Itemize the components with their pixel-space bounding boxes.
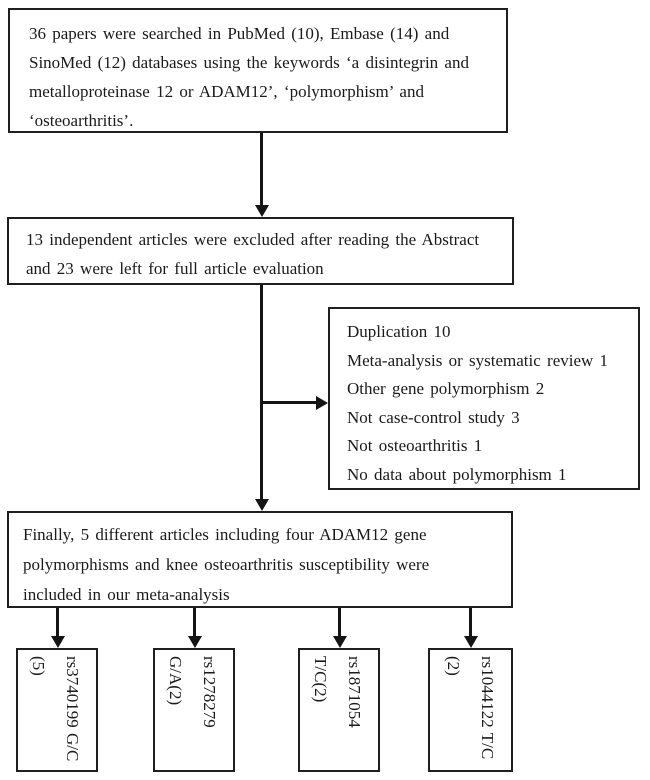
abstract-screening-line: 13 independent articles were excluded af… bbox=[26, 230, 480, 249]
snp-box-rs1044122: rs1044122 T/C (2) bbox=[428, 648, 513, 772]
snp-label-line: (5) bbox=[29, 656, 48, 676]
snp-label-line: rs1044122 T/C bbox=[478, 656, 497, 760]
snp-box-rs3740199: rs3740199 G/C (5) bbox=[16, 648, 98, 772]
search-box-line: ‘osteoarthritis’. bbox=[29, 111, 134, 130]
abstract-screening-line: and 23 were left for full article evalua… bbox=[26, 259, 324, 278]
snp-label-line: G/A(2) bbox=[166, 656, 185, 706]
arrow-search-to-screening-shaft bbox=[260, 133, 263, 207]
search-box-line: metalloproteinase 12 or ADAM12’, ‘polymo… bbox=[29, 82, 424, 101]
arrow-screening-to-final-head bbox=[255, 499, 269, 511]
search-box-line: 36 papers were searched in PubMed (10), … bbox=[29, 24, 450, 43]
arrow-final-to-rs1044122-shaft bbox=[469, 608, 472, 636]
snp-label-line: rs1278279 bbox=[200, 656, 219, 728]
abstract-screening-box: 13 independent articles were excluded af… bbox=[7, 217, 514, 285]
arrow-final-to-rs1871054-head bbox=[333, 636, 347, 648]
arrow-final-to-rs1044122-head bbox=[464, 636, 478, 648]
final-inclusion-line: Finally, 5 different articles including … bbox=[23, 525, 427, 544]
arrow-final-to-rs3740199-shaft bbox=[56, 608, 59, 636]
exclusion-reason-line: Other gene polymorphism 2 bbox=[347, 379, 545, 398]
arrow-search-to-screening-head bbox=[255, 205, 269, 217]
arrow-final-to-rs3740199-head bbox=[51, 636, 65, 648]
exclusion-reason-line: Not case-control study 3 bbox=[347, 407, 520, 427]
exclusion-reason-line: Not osteoarthritis 1 bbox=[347, 436, 483, 455]
exclusion-reasons-box: Duplication 10 Meta-analysis or systemat… bbox=[328, 307, 640, 490]
snp-label-line: rs1871054 bbox=[345, 656, 364, 728]
arrow-branch-to-exclusions-head bbox=[316, 396, 328, 410]
snp-label-line: rs3740199 G/C bbox=[63, 656, 82, 762]
arrow-final-to-rs1278279-shaft bbox=[193, 608, 196, 636]
exclusion-reason-line: No data about polymorphism 1 bbox=[347, 464, 567, 484]
exclusion-reason-line: Meta-analysis or systematic review 1 bbox=[347, 350, 609, 370]
exclusion-reason-line: Duplication 10 bbox=[347, 322, 451, 341]
search-box-line: SinoMed (12) databases using the keyword… bbox=[29, 53, 469, 72]
snp-label-line: T/C(2) bbox=[311, 656, 330, 703]
arrow-final-to-rs1278279-head bbox=[188, 636, 202, 648]
arrow-screening-to-final-shaft bbox=[260, 285, 263, 500]
final-inclusion-line: polymorphisms and knee osteoarthritis su… bbox=[23, 555, 430, 574]
snp-box-rs1278279: rs1278279 G/A(2) bbox=[153, 648, 235, 772]
arrow-final-to-rs1871054-shaft bbox=[338, 608, 341, 636]
arrow-branch-to-exclusions-shaft bbox=[262, 401, 317, 404]
final-inclusion-line: included in our meta-analysis bbox=[23, 585, 230, 604]
search-box: 36 papers were searched in PubMed (10), … bbox=[8, 8, 508, 133]
final-inclusion-box: Finally, 5 different articles including … bbox=[7, 511, 513, 608]
snp-label-line: (2) bbox=[444, 656, 463, 676]
snp-box-rs1871054: rs1871054 T/C(2) bbox=[298, 648, 380, 772]
